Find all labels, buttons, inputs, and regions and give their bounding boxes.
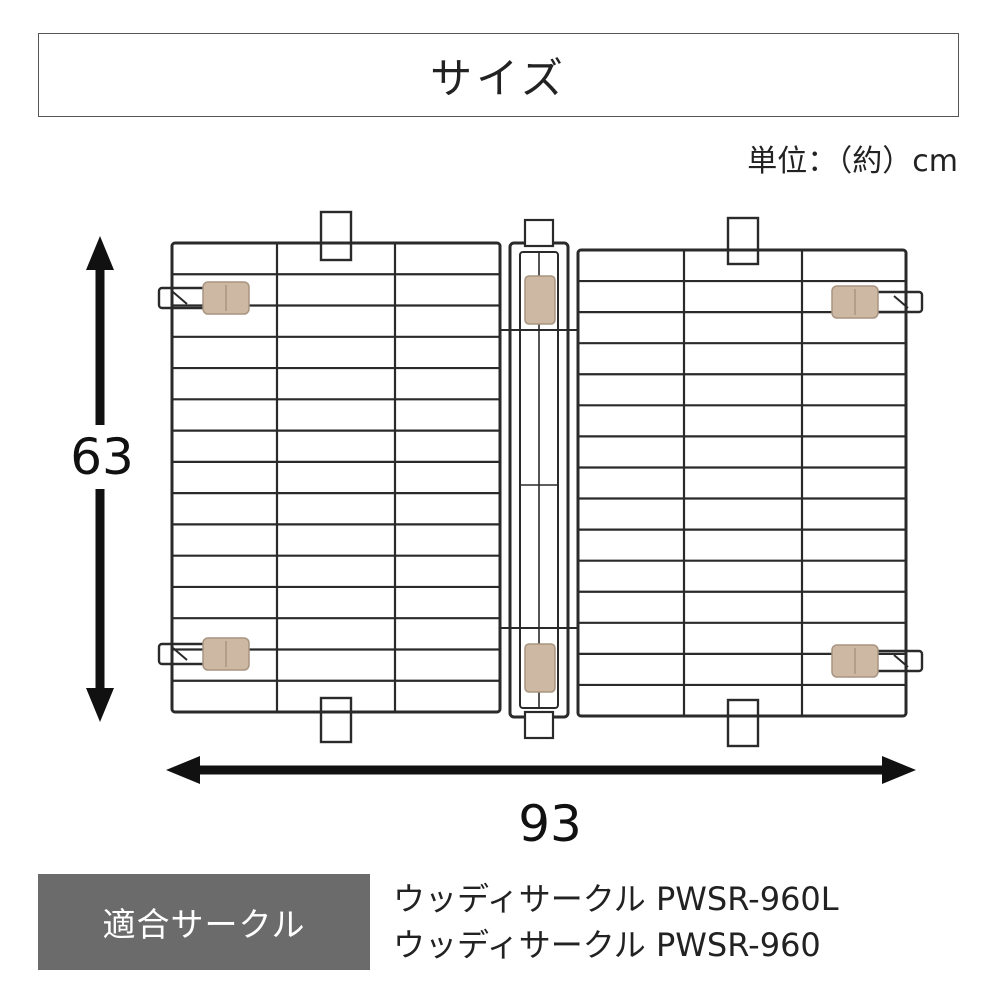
plastic-clip (524, 643, 556, 693)
hook-tab (726, 698, 760, 748)
height-value: 63 (62, 425, 142, 489)
compatible-circle-badge: 適合サークル (38, 874, 370, 970)
hook-connector (157, 637, 250, 671)
hook-tab (319, 210, 353, 262)
hook-connector (831, 285, 924, 319)
panel-frame (576, 248, 908, 718)
hook-tab (523, 710, 555, 740)
width-value: 93 (518, 795, 582, 853)
page-title: サイズ (430, 53, 567, 103)
hook-wire (872, 290, 924, 314)
panel-frame (170, 241, 502, 714)
hook-connector (157, 281, 250, 315)
model-name: ウッディサークル PWSR-960 (393, 926, 821, 964)
unit-label: 単位：（約）cm (747, 144, 958, 179)
center-hinge (500, 218, 578, 740)
title-box: サイズ (38, 33, 959, 117)
width-arrow (166, 756, 916, 784)
hook-tab (726, 216, 760, 266)
left-panel (157, 210, 502, 744)
right-panel (576, 216, 924, 748)
model-list: ウッディサークル PWSR-960L ウッディサークル PWSR-960 (393, 876, 973, 968)
hook-tab (523, 218, 555, 248)
hook-tab (319, 696, 353, 744)
hook-connector (831, 644, 924, 678)
hook-wire (893, 295, 909, 309)
plastic-clip (524, 275, 556, 325)
hook-wire (157, 642, 209, 666)
model-name: ウッディサークル PWSR-960L (393, 880, 839, 918)
hook-wire (893, 654, 909, 668)
hook-wire (172, 291, 188, 305)
hook-wire (172, 647, 188, 661)
compatible-circle-label: 適合サークル (102, 905, 306, 944)
